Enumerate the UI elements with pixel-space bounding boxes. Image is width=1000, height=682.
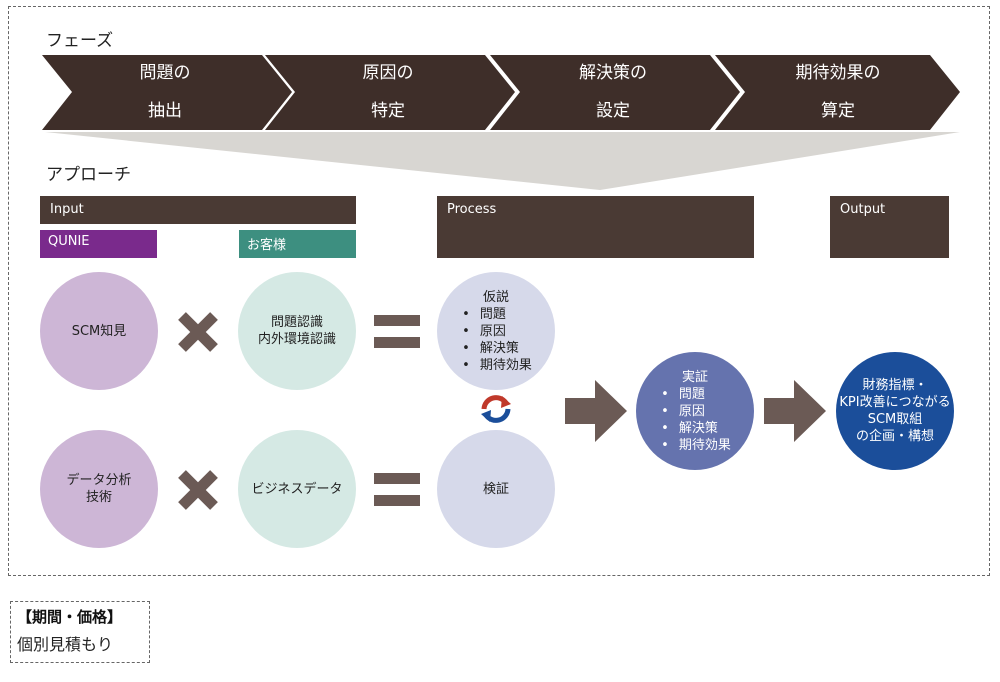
hypothesis-item: 解決策 — [460, 340, 532, 357]
data-analysis-line2: 技術 — [85, 490, 112, 505]
business-data-text: ビジネスデータ — [251, 481, 343, 497]
business-data-circle: ビジネスデータ — [238, 430, 356, 548]
phase-chevron-4 — [715, 55, 960, 130]
phase-4-line1: 期待効果の — [795, 63, 881, 83]
phase-1-line1: 問題の — [139, 63, 191, 83]
demonstration-item: 問題 — [659, 386, 731, 403]
right-arrow-icon — [565, 380, 627, 442]
outcome-line1: 財務指標・ — [862, 378, 928, 393]
phase-2-line1: 原因の — [362, 63, 414, 83]
equals-icon — [374, 315, 420, 348]
phase-3-line1: 解決策の — [579, 63, 647, 83]
multiply-icon — [178, 312, 218, 352]
multiply-icon — [178, 470, 218, 510]
demonstration-circle: 実証 問題 原因 解決策 期待効果 — [636, 352, 754, 470]
demonstration-item: 期待効果 — [659, 437, 731, 454]
outcome-line3: SCM取組 — [867, 412, 923, 427]
scm-knowledge-circle: SCM知見 — [40, 272, 158, 390]
period-price-box: 【期間・価格】 個別見積もり — [10, 601, 150, 663]
equals-icon — [374, 473, 420, 506]
scm-knowledge-text: SCM知見 — [71, 323, 127, 339]
cycle-arrows-icon — [481, 395, 511, 423]
phase-chevron-1 — [42, 55, 292, 130]
outcome-line4: の企画・構想 — [855, 429, 934, 444]
period-price-body: 個別見積もり — [17, 635, 114, 654]
input-header: Input — [40, 196, 356, 224]
phase-section-label: フェーズ — [46, 31, 114, 51]
process-header: Process — [437, 196, 754, 258]
phase-3-line2: 設定 — [596, 101, 630, 121]
demonstration-item: 解決策 — [659, 420, 731, 437]
outcome-circle: 財務指標・ KPI改善につながる SCM取組 の企画・構想 — [836, 352, 954, 470]
hypothesis-title: 仮説 — [482, 289, 509, 305]
hypothesis-circle: 仮説 問題 原因 解決策 期待効果 — [437, 272, 555, 390]
customer-label: お客様 — [239, 230, 356, 258]
demonstration-title: 実証 — [681, 369, 708, 385]
output-header: Output — [830, 196, 949, 258]
hypothesis-list: 問題 原因 解決策 期待効果 — [460, 306, 532, 374]
period-price-title: 【期間・価格】 — [17, 608, 123, 626]
phase-fan-shape — [45, 132, 960, 190]
approach-section-label: アプローチ — [46, 165, 131, 185]
hypothesis-item: 問題 — [460, 306, 532, 323]
data-analysis-line1: データ分析 — [66, 473, 132, 488]
phase-chevron-2 — [265, 55, 515, 130]
verification-text: 検証 — [482, 481, 509, 497]
verification-circle: 検証 — [437, 430, 555, 548]
qunie-label: QUNIE — [40, 230, 157, 258]
diagram-frame — [8, 6, 990, 576]
data-analysis-circle: データ分析 技術 — [40, 430, 158, 548]
problem-recognition-circle: 問題認識 内外環境認識 — [238, 272, 356, 390]
phase-1-line2: 抽出 — [148, 101, 182, 121]
problem-recognition-line2: 内外環境認識 — [257, 332, 336, 347]
hypothesis-item: 期待効果 — [460, 357, 532, 374]
problem-recognition-line1: 問題認識 — [270, 315, 323, 330]
demonstration-item: 原因 — [659, 403, 731, 420]
phase-4-line2: 算定 — [821, 101, 855, 121]
demonstration-list: 問題 原因 解決策 期待効果 — [659, 386, 731, 454]
right-arrow-icon — [764, 380, 826, 442]
phase-chevron-3 — [490, 55, 740, 130]
hypothesis-item: 原因 — [460, 323, 532, 340]
phase-2-line2: 特定 — [371, 101, 405, 121]
outcome-line2: KPI改善につながる — [839, 395, 951, 410]
